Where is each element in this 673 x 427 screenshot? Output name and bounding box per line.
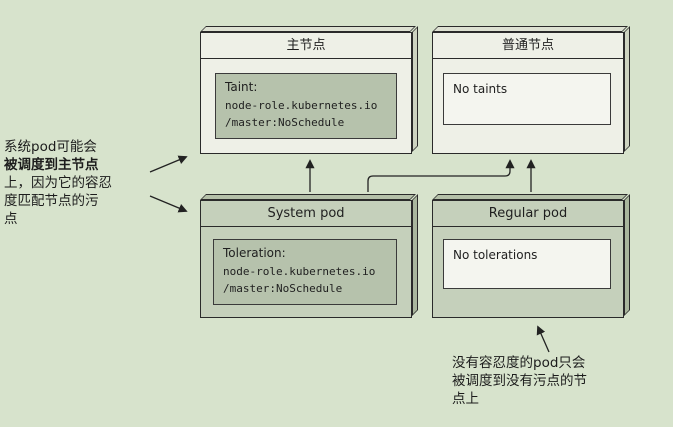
taint-value: node-role.kubernetes.io /master:NoSchedu…: [225, 99, 378, 130]
system-pod-title: System pod: [201, 201, 411, 227]
no-taints-text: No taints: [453, 82, 508, 96]
master-node-title: 主节点: [201, 33, 411, 59]
bottom-annotation-line: 点上: [452, 390, 479, 407]
regular-node-title: 普通节点: [433, 33, 623, 59]
no-tolerations-box: No tolerations: [443, 239, 611, 289]
bottom-note-arrow-to-regular-pod: [536, 325, 550, 353]
regular-pod-box: Regular pod No tolerations: [432, 200, 624, 318]
left-annotation-line: 系统pod可能会: [4, 139, 97, 155]
left-annotation: 系统pod可能会 被调度到主节点 上，因为它的容忍 度匹配节点的污 点: [4, 139, 166, 229]
toleration-value: node-role.kubernetes.io /master:NoSchedu…: [223, 265, 376, 296]
bottom-annotation: 没有容忍度的pod只会 被调度到没有污点的节 点上: [452, 355, 652, 409]
master-node-box: 主节点 Taint: node-role.kubernetes.io /mast…: [200, 32, 412, 154]
bottom-annotation-line: 被调度到没有污点的节: [452, 372, 587, 389]
left-annotation-line: 度匹配节点的污: [4, 192, 99, 209]
bottom-annotation-line: 没有容忍度的pod只会: [452, 355, 586, 371]
system-pod-box: System pod Toleration: node-role.kuberne…: [200, 200, 412, 318]
left-annotation-line: 上，因为它的容忍: [4, 174, 112, 191]
taint-box: Taint: node-role.kubernetes.io /master:N…: [215, 73, 397, 139]
toleration-label: Toleration:: [223, 246, 286, 260]
taint-label: Taint:: [225, 80, 258, 94]
no-taints-box: No taints: [443, 73, 611, 125]
arrow-system-pod-to-regular-node: [367, 159, 515, 192]
toleration-box: Toleration: node-role.kubernetes.io /mas…: [213, 239, 397, 305]
regular-pod-title: Regular pod: [433, 201, 623, 227]
left-annotation-line: 点: [4, 210, 18, 227]
left-annotation-line: 被调度到主节点: [4, 156, 99, 173]
regular-node-box: 普通节点 No taints: [432, 32, 624, 154]
no-tolerations-text: No tolerations: [453, 248, 538, 262]
